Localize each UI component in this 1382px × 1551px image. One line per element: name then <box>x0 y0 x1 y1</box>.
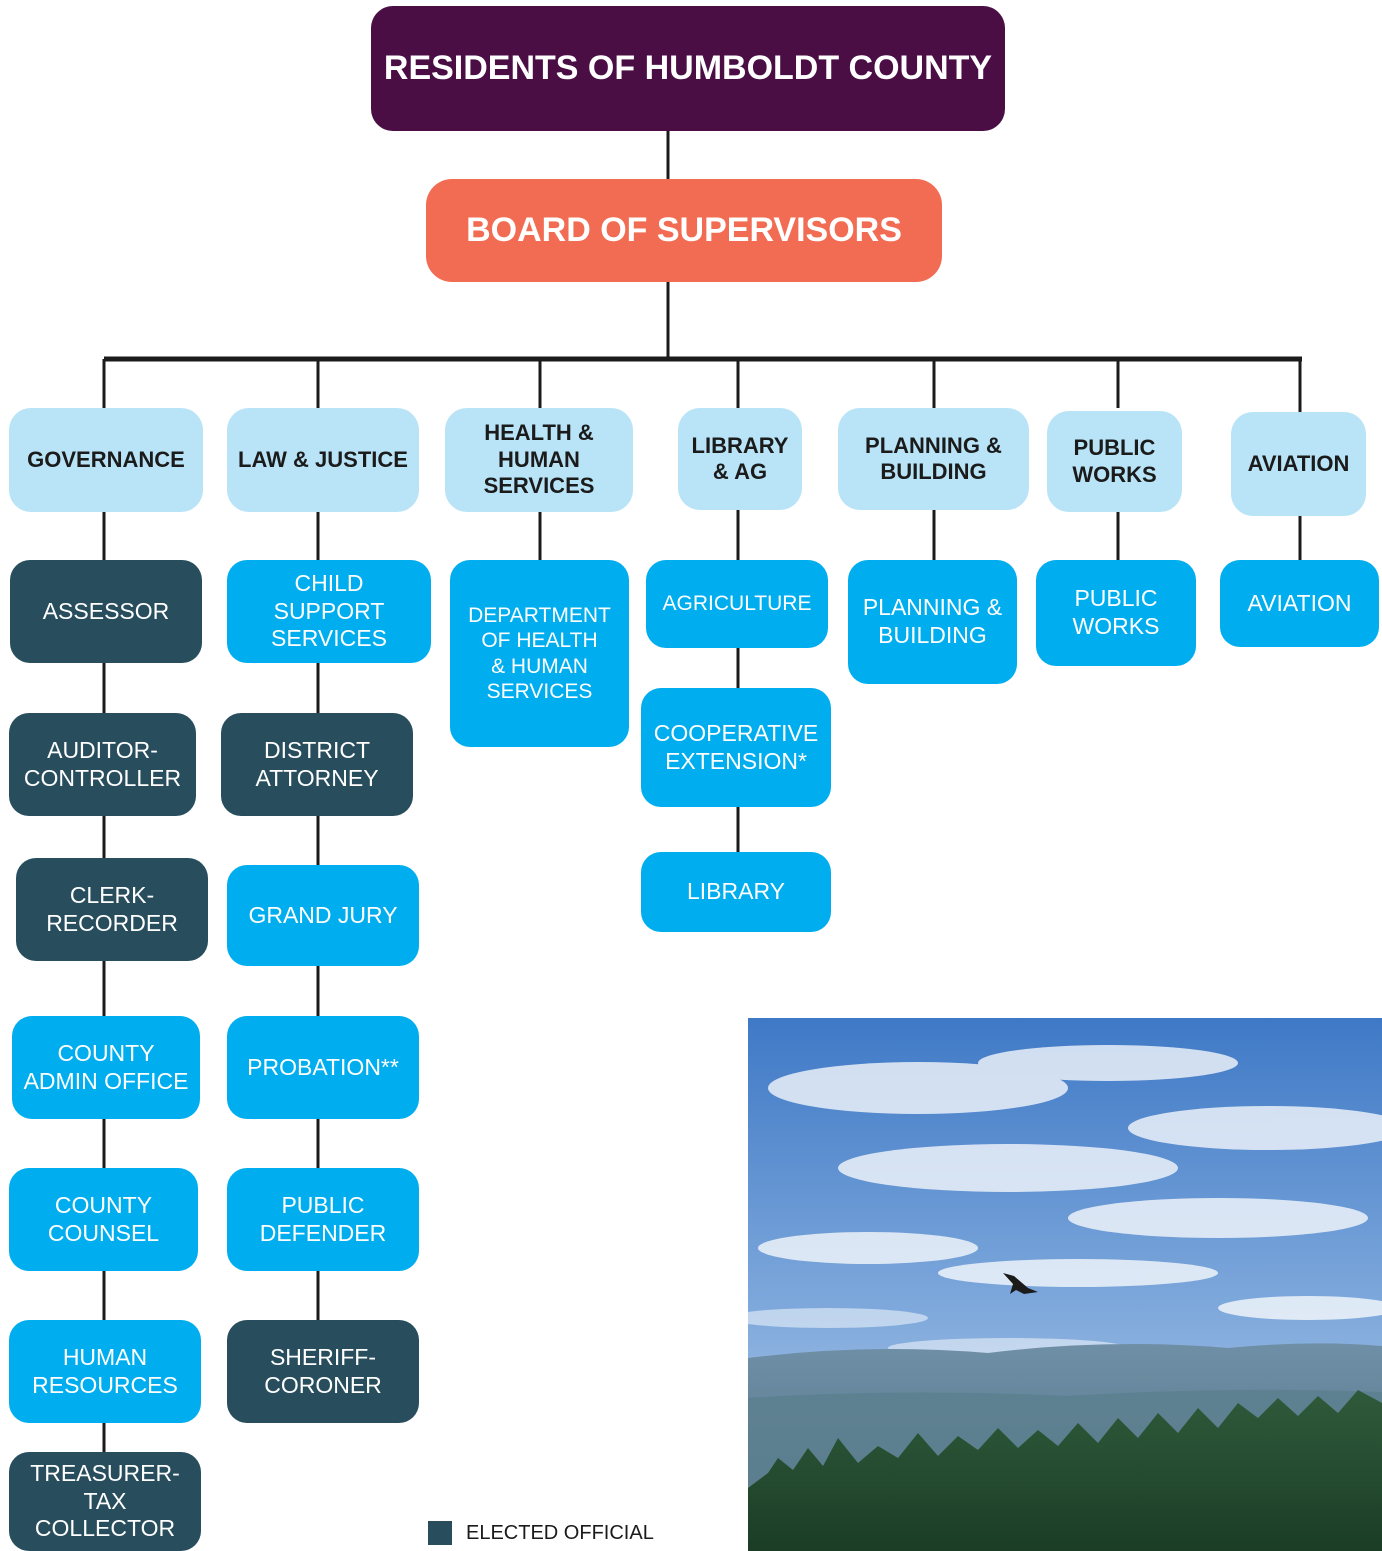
dept-treasurer-tax-collector: TREASURER- TAX COLLECTOR <box>9 1452 201 1551</box>
category-law-justice: LAW & JUSTICE <box>227 408 419 512</box>
category-health-human-services: HEALTH & HUMAN SERVICES <box>445 408 633 512</box>
board-of-supervisors-box: BOARD OF SUPERVISORS <box>426 179 942 282</box>
legend: ELECTED OFFICIAL <box>428 1521 654 1545</box>
dept-aviation: AVIATION <box>1220 560 1379 647</box>
dept-county-counsel: COUNTY COUNSEL <box>9 1168 198 1271</box>
category-aviation: AVIATION <box>1231 412 1366 516</box>
landscape-photo-graphic <box>748 1018 1382 1551</box>
dept-health-human-services: DEPARTMENT OF HEALTH & HUMAN SERVICES <box>450 560 629 747</box>
bird-silhouette <box>1003 1273 1038 1294</box>
dept-human-resources: HUMAN RESOURCES <box>9 1320 201 1423</box>
category-library-ag: LIBRARY & AG <box>678 408 802 510</box>
dept-child-support-services: CHILD SUPPORT SERVICES <box>227 560 431 663</box>
dept-assessor: ASSESSOR <box>10 560 202 663</box>
dept-public-defender: PUBLIC DEFENDER <box>227 1168 419 1271</box>
category-governance: GOVERNANCE <box>9 408 203 512</box>
landscape-photo <box>748 1018 1382 1551</box>
dept-agriculture: AGRICULTURE <box>646 560 828 648</box>
dept-district-attorney: DISTRICT ATTORNEY <box>221 713 413 816</box>
category-public-works: PUBLIC WORKS <box>1047 411 1182 512</box>
dept-planning-building: PLANNING & BUILDING <box>848 560 1017 684</box>
category-planning-building: PLANNING & BUILDING <box>838 408 1029 510</box>
dept-cooperative-extension: COOPERATIVE EXTENSION* <box>641 688 831 807</box>
dept-clerk-recorder: CLERK- RECORDER <box>16 858 208 961</box>
legend-label-elected: ELECTED OFFICIAL <box>466 1521 654 1544</box>
dept-public-works: PUBLIC WORKS <box>1036 560 1196 666</box>
dept-sheriff-coroner: SHERIFF- CORONER <box>227 1320 419 1423</box>
dept-county-admin-office: COUNTY ADMIN OFFICE <box>12 1016 200 1119</box>
legend-swatch-elected <box>428 1521 452 1545</box>
dept-auditor-controller: AUDITOR- CONTROLLER <box>9 713 196 816</box>
dept-library: LIBRARY <box>641 852 831 932</box>
dept-probation: PROBATION** <box>227 1016 419 1119</box>
dept-grand-jury: GRAND JURY <box>227 865 419 966</box>
residents-box: RESIDENTS OF HUMBOLDT COUNTY <box>371 6 1005 131</box>
